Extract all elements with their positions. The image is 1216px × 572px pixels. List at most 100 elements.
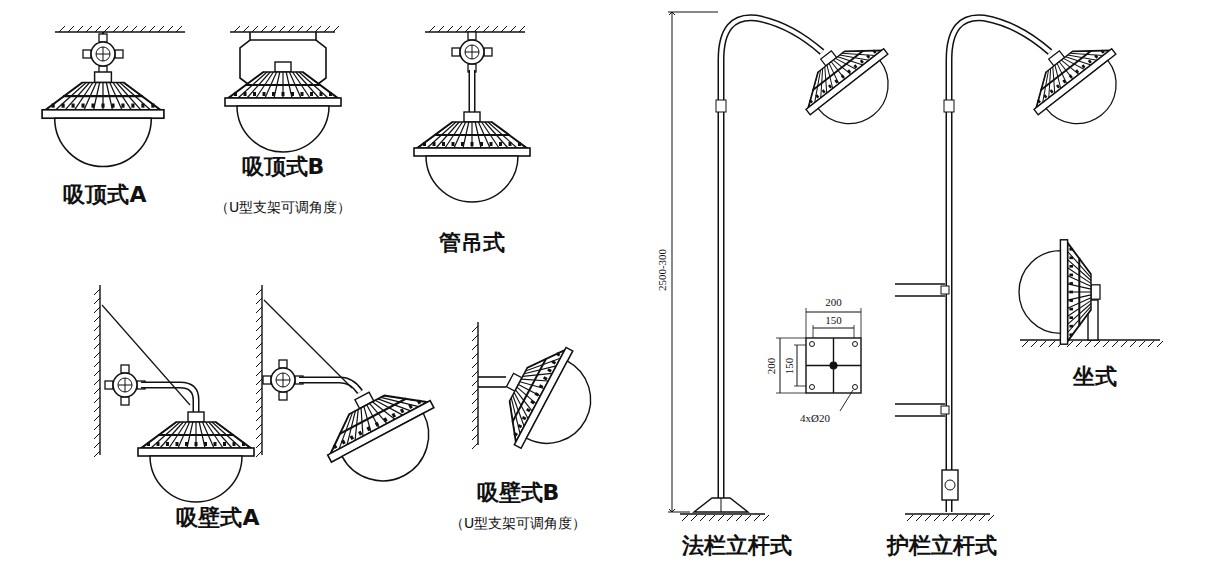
line (256, 433, 262, 439)
line (682, 515, 688, 521)
line (256, 388, 262, 394)
line (95, 26, 101, 32)
line (94, 361, 100, 367)
line (94, 451, 100, 457)
junction-box (83, 34, 123, 74)
line (472, 344, 478, 350)
line (472, 434, 478, 440)
line (1112, 341, 1118, 347)
line (905, 513, 990, 514)
line (256, 334, 262, 340)
line (94, 388, 100, 394)
line (261, 26, 267, 32)
line (270, 26, 276, 32)
line (94, 370, 100, 376)
lamp-drawing (42, 72, 164, 167)
line (691, 515, 697, 521)
line (256, 442, 262, 448)
line (113, 26, 119, 32)
caption-label: （U型支架可调角度） (450, 516, 586, 531)
line (429, 26, 435, 32)
line (754, 515, 760, 521)
line (1022, 341, 1028, 347)
line (252, 26, 258, 32)
line (256, 406, 262, 412)
line (1121, 341, 1127, 347)
line (94, 325, 100, 331)
line (840, 390, 853, 411)
caption-label: 吸顶式A (63, 183, 146, 207)
line (988, 515, 994, 521)
line (94, 415, 100, 421)
line (59, 26, 65, 32)
line (94, 289, 100, 295)
line (934, 515, 940, 521)
line (1094, 341, 1100, 347)
line (94, 343, 100, 349)
line (895, 295, 945, 296)
line (483, 26, 489, 32)
dimension-label: 150 (783, 358, 795, 375)
line (94, 298, 100, 304)
line (763, 515, 769, 521)
caption-label: （U型支架可调角度） (215, 200, 351, 215)
line (970, 515, 976, 521)
line (256, 307, 262, 313)
line (680, 513, 765, 514)
line (256, 298, 262, 304)
line (472, 371, 478, 377)
line (131, 26, 137, 32)
caption-label: 法栏立杆式 (682, 534, 792, 558)
line (895, 403, 945, 404)
caption-label: 吸壁式B (477, 481, 560, 505)
line (700, 515, 706, 521)
line (68, 26, 74, 32)
line (1103, 341, 1109, 347)
line (895, 283, 945, 284)
line (256, 397, 262, 403)
line (668, 12, 718, 13)
line (176, 26, 182, 32)
line (979, 515, 985, 521)
line (776, 338, 806, 339)
line (477, 322, 478, 445)
line (333, 26, 339, 32)
line (256, 352, 262, 358)
line (907, 515, 913, 521)
line (102, 305, 190, 405)
line (472, 425, 478, 431)
line (478, 386, 506, 388)
dimension-label: 2500-300 (656, 249, 668, 291)
caption-label: 护栏立杆式 (887, 534, 997, 558)
line (1031, 341, 1037, 347)
line (669, 12, 675, 15)
line (256, 415, 262, 421)
caption-label: 吸顶式B (242, 155, 325, 179)
line (472, 389, 478, 395)
line (94, 334, 100, 340)
junction-box (452, 32, 492, 72)
line (519, 26, 525, 32)
line (94, 433, 100, 439)
line (256, 370, 262, 376)
line (727, 515, 733, 521)
line (167, 26, 173, 32)
line (472, 398, 478, 404)
line (472, 326, 478, 332)
line (472, 353, 478, 359)
line (472, 443, 478, 449)
lamp-drawing (787, 25, 912, 146)
line (447, 26, 453, 32)
caption-label: 管吊式 (439, 231, 505, 255)
line (256, 379, 262, 385)
line (806, 312, 861, 313)
line (256, 343, 262, 349)
line (472, 362, 478, 368)
line (472, 335, 478, 341)
line (438, 26, 444, 32)
line (736, 515, 742, 521)
line (94, 424, 100, 430)
line (952, 515, 958, 521)
line (806, 308, 807, 338)
